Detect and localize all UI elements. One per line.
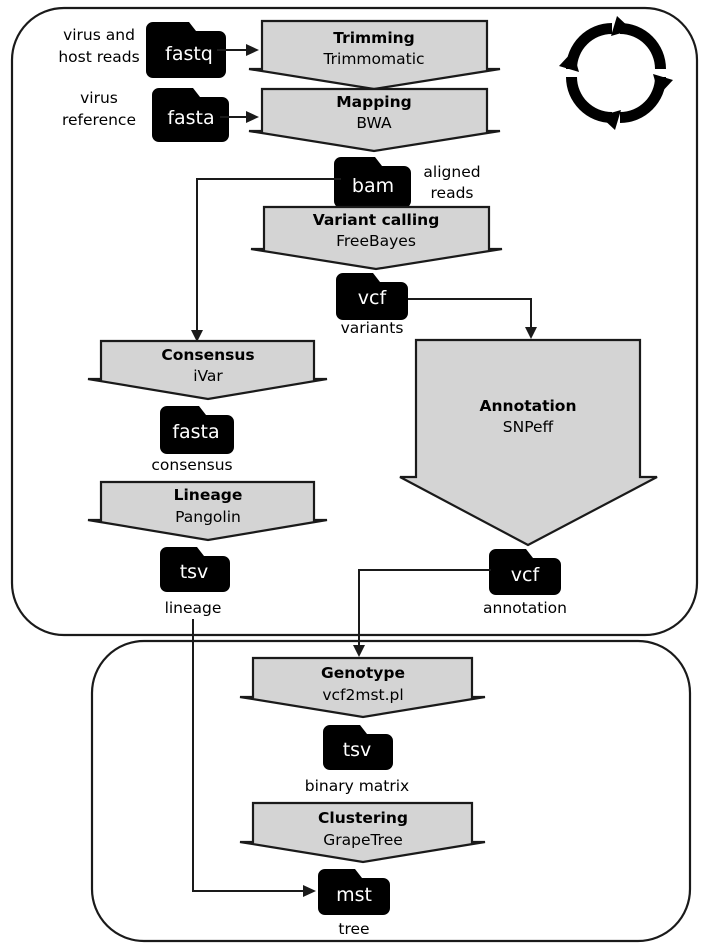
process-lineage: Lineage Pangolin — [87, 480, 328, 542]
arrow-fastq-to-trimming — [217, 44, 259, 56]
file-fasta-ref-label: fasta — [167, 107, 214, 129]
process-annotation: Annotation SNPeff — [399, 338, 658, 547]
file-tsv-matrix: tsv — [323, 725, 393, 770]
file-fastq-label: fastq — [165, 43, 213, 65]
variant-tool: FreeBayes — [336, 232, 416, 250]
tsv-lineage-caption: lineage — [165, 599, 222, 617]
tsv-matrix-caption: binary matrix — [305, 777, 409, 795]
process-clustering: Clustering GrapeTree — [239, 801, 486, 864]
bam-caption-line1: aligned — [423, 163, 480, 181]
file-bam-label: bam — [352, 175, 394, 197]
panel-bottom — [90, 639, 692, 943]
file-mst-label: mst — [336, 884, 372, 906]
input-ref-line2: reference — [62, 111, 136, 129]
file-vcf-var-label: vcf — [358, 287, 388, 309]
vcf-annotation-caption: annotation — [483, 599, 567, 617]
arrow-fasta-to-mapping — [220, 111, 259, 123]
input-ref-line1: virus — [80, 89, 118, 107]
file-tsv-lineage-label: tsv — [180, 561, 209, 583]
process-genotype: Genotype vcf2mst.pl — [239, 656, 486, 719]
mapping-title: Mapping — [336, 93, 412, 111]
process-variant-calling: Variant calling FreeBayes — [250, 205, 503, 271]
link-bam-to-consensus — [191, 178, 341, 342]
process-trimming: Trimming Trimmomatic — [248, 19, 501, 91]
consensus-title: Consensus — [161, 346, 254, 364]
variant-title: Variant calling — [313, 211, 440, 229]
process-mapping: Mapping BWA — [248, 87, 501, 153]
process-consensus: Consensus iVar — [87, 339, 328, 401]
annotation-tool: SNPeff — [503, 418, 554, 436]
input-reads-line1: virus and — [63, 26, 135, 44]
file-fasta-reference: fasta — [152, 88, 229, 142]
file-fasta-consensus: fasta — [160, 406, 234, 454]
consensus-tool: iVar — [193, 367, 223, 385]
genotype-tool: vcf2mst.pl — [322, 686, 403, 704]
panel-top — [10, 6, 699, 637]
link-lineage-to-mst — [192, 619, 316, 897]
clustering-tool: GrapeTree — [323, 831, 403, 849]
file-tsv-matrix-label: tsv — [343, 739, 372, 761]
link-vcf-to-annotation — [408, 298, 537, 339]
clustering-title: Clustering — [318, 809, 408, 827]
lineage-title: Lineage — [174, 486, 243, 504]
file-mst: mst — [318, 869, 390, 915]
file-fasta-cons-label: fasta — [172, 421, 219, 443]
input-label-reference: virus reference — [62, 89, 136, 129]
genotype-title: Genotype — [321, 664, 405, 682]
input-reads-line2: host reads — [58, 48, 139, 66]
lineage-tool: Pangolin — [175, 508, 241, 526]
file-vcf-anno-label: vcf — [511, 564, 541, 586]
fasta-consensus-caption: consensus — [151, 456, 232, 474]
trimming-tool: Trimmomatic — [322, 50, 424, 68]
refresh-cycle-icon — [559, 16, 673, 130]
file-vcf-variants: vcf — [336, 273, 408, 320]
file-bam-caption: aligned reads — [423, 163, 480, 202]
input-label-reads: virus and host reads — [58, 26, 139, 66]
link-annotation-to-genotype — [353, 569, 491, 657]
trimming-title: Trimming — [333, 29, 415, 47]
bam-caption-line2: reads — [431, 184, 474, 202]
file-bam: bam — [334, 157, 411, 208]
mst-caption: tree — [338, 920, 369, 938]
mapping-tool: BWA — [356, 114, 392, 132]
annotation-title: Annotation — [480, 397, 577, 415]
file-fastq: fastq — [146, 22, 226, 78]
file-tsv-lineage: tsv — [160, 547, 230, 592]
vcf-variants-caption: variants — [341, 319, 404, 337]
file-vcf-annotation: vcf — [489, 549, 561, 595]
